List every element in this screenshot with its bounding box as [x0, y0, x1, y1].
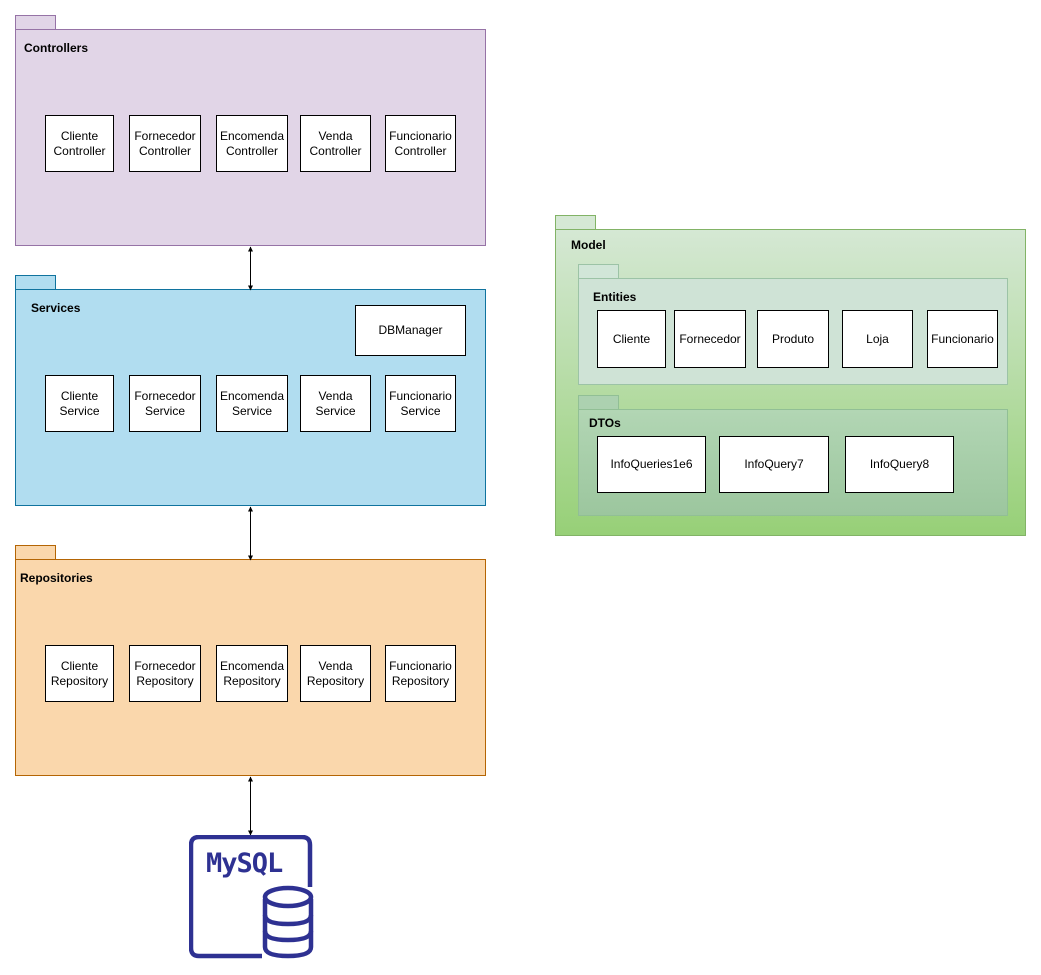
cliente-entity-class[interactable]: Cliente: [597, 310, 666, 368]
services-package-title: Services: [31, 301, 81, 315]
funcionario-repository-class[interactable]: Funcionario Repository: [385, 645, 456, 702]
funcionario-entity-class[interactable]: Funcionario: [927, 310, 998, 368]
infoqueries1e6-dto-class[interactable]: InfoQueries1e6: [597, 436, 706, 493]
venda-controller-class[interactable]: Venda Controller: [300, 115, 371, 172]
mysql-label: MySQL: [206, 848, 283, 879]
entities-package-title: Entities: [593, 290, 637, 304]
fornecedor-service-class[interactable]: Fornecedor Service: [129, 375, 201, 432]
fornecedor-repository-class[interactable]: Fornecedor Repository: [129, 645, 201, 702]
model-package-title: Model: [571, 238, 606, 252]
fornecedor-entity-class[interactable]: Fornecedor: [674, 310, 746, 368]
infoquery8-dto-class[interactable]: InfoQuery8: [845, 436, 954, 493]
loja-entity-class[interactable]: Loja: [842, 310, 913, 368]
cliente-service-class[interactable]: Cliente Service: [45, 375, 114, 432]
dbmanager-class[interactable]: DBManager: [355, 305, 466, 356]
funcionario-service-class[interactable]: Funcionario Service: [385, 375, 456, 432]
infoquery7-dto-class[interactable]: InfoQuery7: [719, 436, 829, 493]
encomenda-service-class[interactable]: Encomenda Service: [216, 375, 288, 432]
repositories-package-title: Repositories: [20, 571, 93, 585]
venda-repository-class[interactable]: Venda Repository: [300, 645, 371, 702]
venda-service-class[interactable]: Venda Service: [300, 375, 371, 432]
cliente-controller-class[interactable]: Cliente Controller: [45, 115, 114, 172]
fornecedor-controller-class[interactable]: Fornecedor Controller: [129, 115, 201, 172]
dtos-package-title: DTOs: [589, 416, 621, 430]
controllers-package-title: Controllers: [24, 41, 89, 55]
produto-entity-class[interactable]: Produto: [757, 310, 829, 368]
encomenda-repository-class[interactable]: Encomenda Repository: [216, 645, 288, 702]
mysql-database-icon[interactable]: [189, 835, 314, 961]
cliente-repository-class[interactable]: Cliente Repository: [45, 645, 114, 702]
encomenda-controller-class[interactable]: Encomenda Controller: [216, 115, 288, 172]
funcionario-controller-class[interactable]: Funcionario Controller: [385, 115, 456, 172]
